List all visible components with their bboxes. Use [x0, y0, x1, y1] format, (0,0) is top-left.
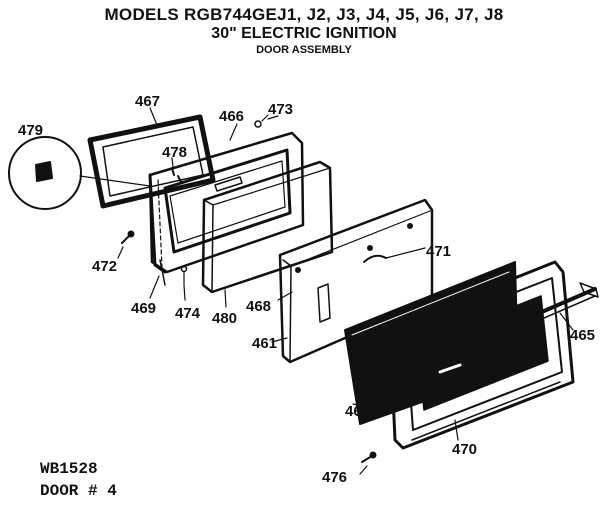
diagram-title: MODELS RGB744GEJ1, J2, J3, J4, J5, J6, J… [104, 5, 504, 24]
part-469-trim [159, 259, 166, 286]
label-480: 480 [212, 310, 237, 327]
diagram-code: WB1528 [40, 460, 98, 478]
part-470-outer-frame [388, 260, 575, 450]
leader-lines [117, 107, 574, 475]
part-474-screw [180, 265, 188, 285]
section-title: DOOR ASSEMBLY [256, 44, 352, 56]
label-478: 478 [162, 144, 187, 161]
label-468: 468 [246, 298, 271, 315]
part-472-screw [121, 230, 135, 244]
label-466: 466 [219, 108, 244, 125]
label-471: 471 [426, 243, 451, 260]
label-465: 465 [570, 327, 595, 344]
part-480-insulation [201, 160, 334, 294]
label-461: 461 [252, 335, 277, 352]
part-476-screw [361, 451, 377, 463]
label-474: 474 [175, 305, 201, 322]
part-466-inner-panel [148, 131, 305, 274]
part-479-clip-detail [8, 136, 151, 210]
diagram-subtitle: 30" ELECTRIC IGNITION [211, 25, 397, 42]
part-473-screw [254, 114, 269, 128]
label-479: 479 [18, 122, 43, 139]
label-472: 472 [92, 258, 117, 275]
part-478-tabs [171, 167, 182, 183]
label-467: 467 [135, 93, 160, 110]
label-473: 473 [268, 101, 293, 118]
part-465-handle [498, 282, 599, 338]
label-470: 470 [452, 441, 477, 458]
label-464: 464 [345, 403, 371, 420]
door-number: DOOR # 4 [40, 482, 117, 500]
label-476: 476 [322, 469, 347, 486]
label-469: 469 [131, 300, 156, 317]
